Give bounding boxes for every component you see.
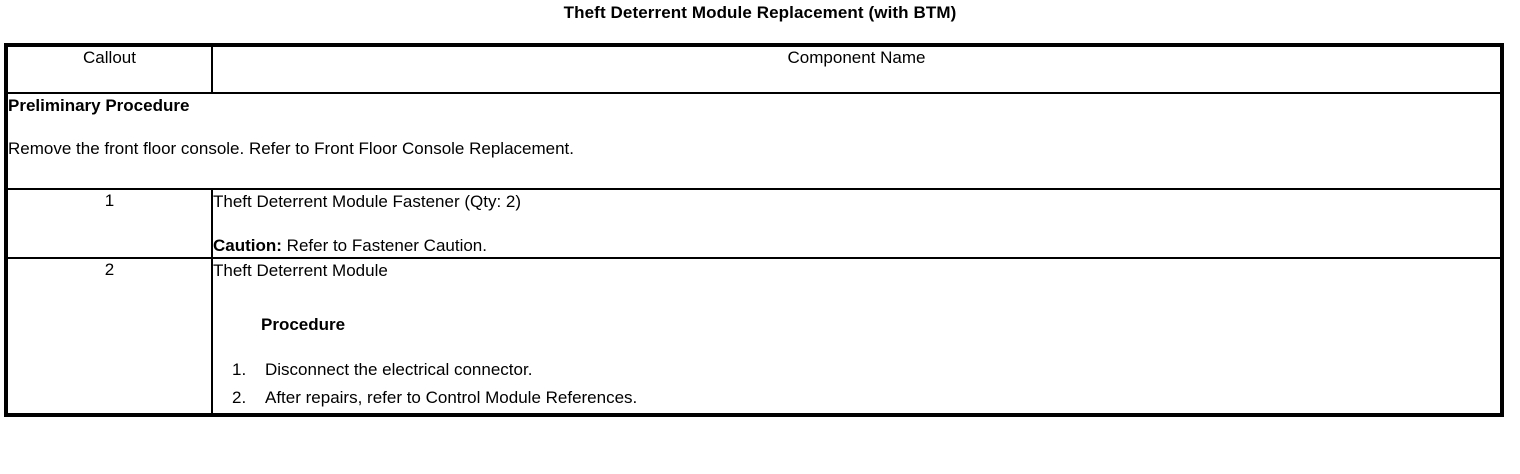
- table-row: 1 Theft Deterrent Module Fastener (Qty: …: [5, 188, 1503, 259]
- preliminary-procedure-cell: Preliminary Procedure Remove the front f…: [5, 92, 1503, 190]
- list-item: 2. After repairs, refer to Control Module…: [213, 385, 1500, 410]
- component-name-2: Theft Deterrent Module: [213, 261, 388, 280]
- caution-text: Refer to Fastener Caution.: [281, 236, 487, 255]
- procedure-table: Callout Component Name Preliminary Proce…: [4, 43, 1504, 417]
- step-text: After repairs, refer to Control Module R…: [265, 388, 638, 407]
- list-item: 1. Disconnect the electrical connector.: [213, 357, 1500, 382]
- step-number: 1.: [232, 360, 247, 379]
- procedure-subheading: Procedure: [261, 315, 346, 334]
- table-header-row: Callout Component Name: [5, 44, 1503, 94]
- callout-number-1: 1: [5, 188, 213, 259]
- preliminary-procedure-row: Preliminary Procedure Remove the front f…: [5, 92, 1503, 190]
- component-cell-2: Theft Deterrent Module Procedure 1. Disco…: [211, 257, 1503, 416]
- caution-label: Caution:: [213, 236, 282, 255]
- step-number: 2.: [232, 388, 247, 407]
- table-row: 2 Theft Deterrent Module Procedure 1. Dis…: [5, 257, 1503, 416]
- procedure-step-list: 1. Disconnect the electrical connector. 2…: [213, 357, 1500, 410]
- component-name-1: Theft Deterrent Module Fastener (Qty: 2): [213, 192, 522, 211]
- column-header-component-name: Component Name: [211, 44, 1503, 94]
- column-header-callout: Callout: [5, 44, 213, 94]
- preliminary-procedure-heading: Preliminary Procedure: [8, 96, 190, 115]
- page-title: Theft Deterrent Module Replacement (with…: [563, 3, 957, 22]
- callout-number-2: 2: [5, 257, 213, 416]
- step-text: Disconnect the electrical connector.: [265, 360, 533, 379]
- preliminary-procedure-text: Remove the front floor console. Refer to…: [8, 139, 574, 158]
- component-cell-1: Theft Deterrent Module Fastener (Qty: 2)…: [211, 188, 1503, 259]
- caution-note-1: Caution: Refer to Fastener Caution.: [213, 234, 1500, 257]
